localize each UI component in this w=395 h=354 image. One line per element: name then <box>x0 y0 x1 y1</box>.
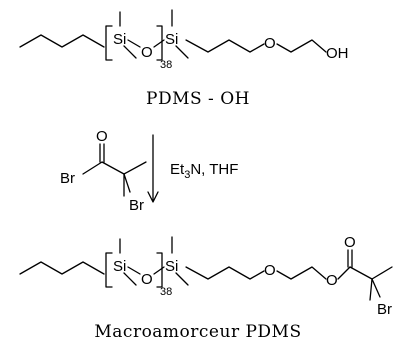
carbonyl-oxygen-label: O <box>96 128 108 145</box>
ether-oxygen-label: O <box>264 35 276 52</box>
propyl-linker <box>185 266 265 280</box>
si1-o-bond <box>127 39 141 48</box>
repeat-bracket-left <box>105 252 113 288</box>
acyl-bromide-bond <box>82 161 103 175</box>
pdms-oh-caption: PDMS - OH <box>146 89 250 109</box>
alpha-carbon-bond <box>101 161 125 175</box>
ester-alpha-bond <box>349 266 373 280</box>
alpha-methyl-1 <box>371 266 393 280</box>
si1-o-bond <box>127 266 141 275</box>
bromoisobutyryl-bromide-structure: O Br Br <box>60 128 147 214</box>
si1-label: Si <box>113 258 126 275</box>
alpha-bromine-label: Br <box>129 197 144 214</box>
macroinitiator-structure: Si O Si 38 O O O Br <box>19 234 393 318</box>
butyl-chain <box>19 34 105 48</box>
pdms-oh-structure: Si O Si 38 O OH <box>19 9 349 71</box>
propyl-linker <box>185 39 265 53</box>
alpha-methyl-2 <box>369 278 373 301</box>
hydroxyl-label: OH <box>326 45 349 62</box>
alpha-bromide-bond <box>371 278 381 298</box>
reaction-conditions: Et3N, THF <box>170 161 238 181</box>
repeat-bracket-right <box>156 25 163 61</box>
macroinitiator-caption: Macroamorceur PDMS <box>94 322 301 342</box>
butyl-chain <box>19 261 105 275</box>
repeat-count: 38 <box>160 59 172 71</box>
repeat-bracket-left <box>105 25 113 61</box>
ethylene-linker <box>276 266 327 280</box>
si2-methyl-down <box>175 45 189 59</box>
si1-label: Si <box>113 31 126 48</box>
repeat-count: 38 <box>160 286 172 298</box>
ether-oxygen-label: O <box>264 262 276 279</box>
siloxane-oxygen-label: O <box>141 271 153 288</box>
repeat-bracket-right <box>156 252 163 288</box>
si2-label: Si <box>165 31 178 48</box>
acyl-bromine-label: Br <box>60 170 75 187</box>
siloxane-oxygen-label: O <box>141 44 153 61</box>
reaction-arrow <box>147 134 159 203</box>
arrow-head <box>147 191 159 203</box>
si2-label: Si <box>165 258 178 275</box>
ethylene-linker <box>276 39 327 53</box>
ester-c-o-bond <box>337 266 351 280</box>
alpha-methyl-1 <box>123 161 147 175</box>
si1-methyl-down <box>123 272 137 286</box>
alpha-bromine-label: Br <box>377 301 392 318</box>
si1-methyl-down <box>123 45 137 59</box>
alpha-bromide-bond <box>123 173 131 193</box>
ester-carbonyl-oxygen-label: O <box>344 234 356 251</box>
ester-oxygen-label: O <box>326 272 338 289</box>
si2-methyl-down <box>175 272 189 286</box>
